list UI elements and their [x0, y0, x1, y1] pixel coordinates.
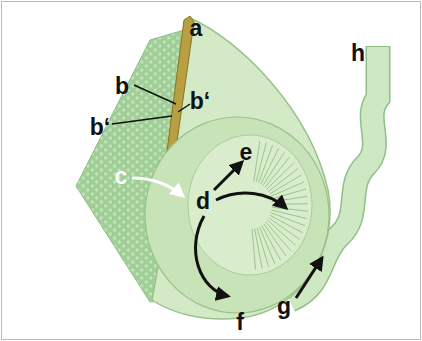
- callout-letter: a: [190, 17, 203, 40]
- gill-line: [272, 207, 308, 211]
- callout-letter: b: [115, 75, 129, 98]
- gill-line: [272, 203, 308, 205]
- gill-line: [265, 157, 289, 187]
- gill-line: [264, 224, 286, 256]
- leader-line: [134, 85, 176, 104]
- flow-arrow: [196, 216, 228, 296]
- gill-lines: [252, 141, 308, 270]
- gill-line: [267, 220, 295, 245]
- gill-line: [257, 228, 269, 267]
- flow-arrow: [214, 162, 242, 190]
- callout-letter: e: [240, 141, 253, 164]
- gill-line: [270, 175, 302, 194]
- callout-letter: g: [277, 295, 291, 318]
- gill-line: [266, 222, 291, 251]
- callout-letter: c: [115, 165, 128, 188]
- leader-line: [112, 116, 172, 124]
- flow-arrow: [132, 178, 183, 196]
- gill-line: [269, 218, 300, 240]
- inner-disc: [145, 117, 329, 313]
- gill-line: [263, 153, 284, 186]
- gill-line: [272, 210, 307, 219]
- gill-line: [252, 229, 255, 270]
- flow-arrow: [296, 258, 322, 298]
- callout-letter: f: [236, 311, 244, 334]
- leader-line: [178, 104, 190, 112]
- callout-letter: h: [351, 42, 365, 65]
- gill-line: [259, 227, 274, 264]
- gill-line: [271, 213, 305, 226]
- callout-letter: b‘: [190, 90, 210, 113]
- gill-line: [255, 228, 263, 268]
- inner-chamber: [188, 135, 312, 275]
- callout-letter: d: [196, 190, 210, 213]
- gill-line: [254, 141, 260, 181]
- flow-arrow: [216, 193, 286, 208]
- callout-letter: b‘: [90, 116, 110, 139]
- gill-line: [267, 163, 294, 190]
